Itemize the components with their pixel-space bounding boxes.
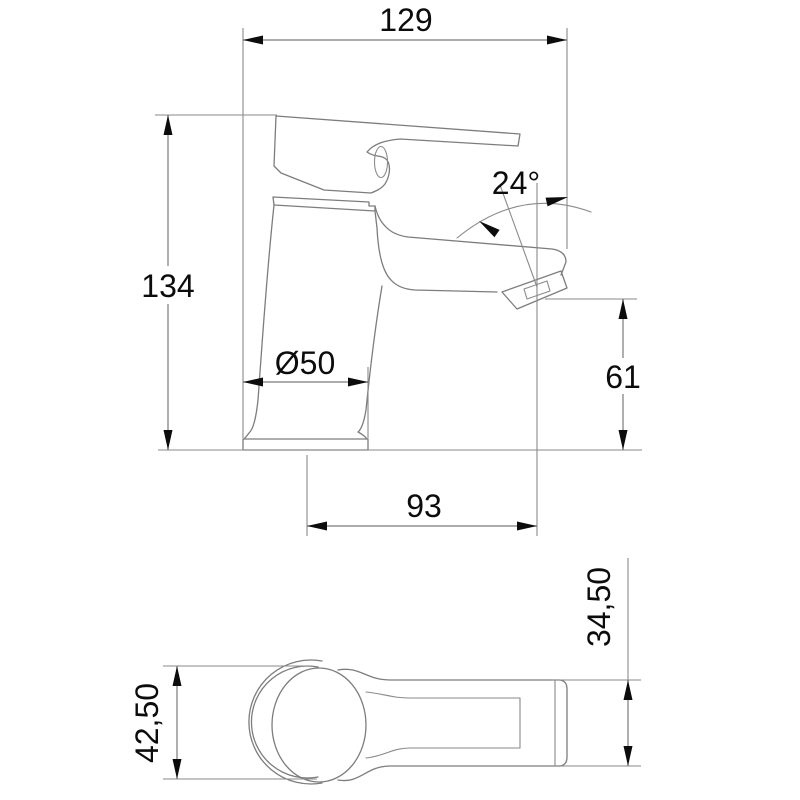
dim-overall-width-label: 129 [379,2,432,38]
faucet-handle-lever [273,115,521,194]
plan-body-top-edge [337,668,561,681]
dim-spout-angle-label: 24° [492,165,540,201]
dim-plan-body-width: 34,50 [581,558,633,766]
dim-plan-body-width-label: 34,50 [581,567,617,647]
spout-angle-arrowhead-right [545,197,568,207]
dim-overall-height-label-bg [138,266,198,304]
dim-base-diameter: Ø50 [243,345,368,387]
faucet-spout-top-edge [374,205,567,276]
spout-angle-reference-line [499,184,538,288]
spout-angle-arrowhead-left [479,221,500,238]
dim-spout-reach: 93 [307,488,537,531]
dim-overall-height: 134 [138,115,198,450]
faucet-body-right-edge [357,285,383,440]
dim-spout-angle: 24° [456,165,592,288]
dim-base-diameter-label: Ø50 [275,345,335,381]
faucet-spout-underside [374,210,498,293]
plan-inner-outline [365,691,521,759]
plan-body-bottom-edge [337,765,561,782]
plan-view-group [248,659,568,785]
dim-overall-width: 129 [243,2,567,45]
plan-base-inner-arc [250,665,319,779]
plan-base-outer-arc [248,659,323,785]
extension-lines-group [155,28,642,780]
dim-overall-height-label: 134 [141,268,194,304]
dimensions-group: 129 134 Ø50 93 61 24 [129,2,647,779]
faucet-body-left-edge [243,204,275,440]
dim-outlet-height: 61 [599,299,647,450]
faucet-collar [272,196,376,212]
faucet-base-plate [242,438,369,451]
plan-handle-knob [271,667,367,783]
aerator-outlet [501,270,568,310]
dim-plan-base-width: 42,50 [129,666,182,779]
spout-angle-arc [456,202,592,239]
dim-spout-reach-label: 93 [406,488,442,524]
dim-plan-base-width-label: 42,50 [129,683,165,763]
handle-hub-cap-detail [373,145,389,179]
dim-outlet-height-label: 61 [605,359,641,395]
aerator-screen-detail [523,280,551,300]
plan-body-end-cap [559,679,568,767]
dim-outlet-height-label-bg [599,358,647,394]
